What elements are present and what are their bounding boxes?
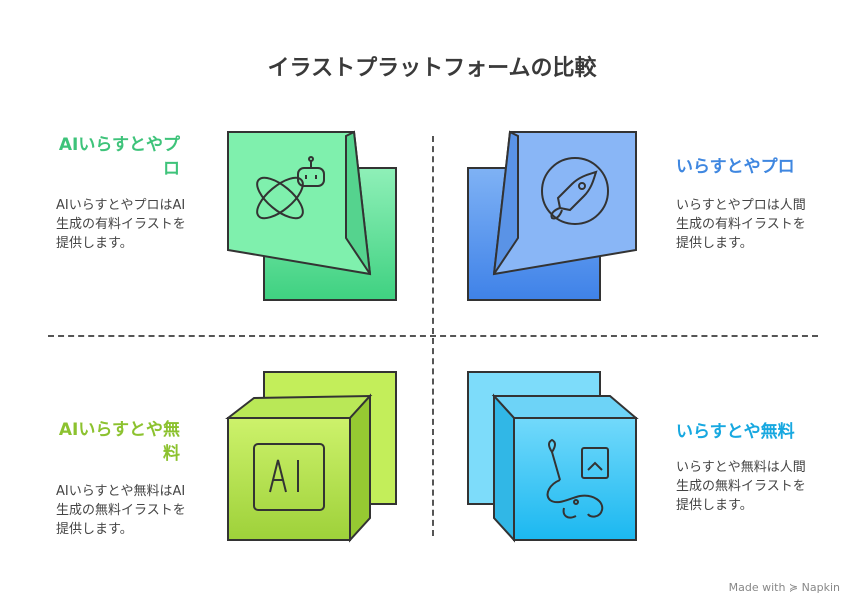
quadrant-title-pro: いらすとやプロ [676,157,795,177]
rocket-icon [541,157,609,225]
quadrant-title-free: いらすとや無料 [676,422,795,442]
free-box [467,371,639,543]
quadrant-desc-ai-free: AIいらすとや無料はAI生成の無料イラストを提供します。 [56,484,186,537]
pro-box [467,130,637,301]
quadrant-desc-pro: いらすとやプロは人間生成の有料イラストを提供します。 [676,198,806,251]
elephant-painting-icon [546,438,609,519]
horizontal-divider [48,335,818,337]
quadrant-title-ai-free: AIいらすとや無料 [58,420,180,464]
quadrant-title-ai-pro: AIいらすとやプロ [58,135,180,179]
napkin-watermark: Made with ≽ Napkin [728,581,840,594]
ai-robot-icon [256,156,325,220]
quadrant-desc-ai-pro: AIいらすとやプロはAI生成の有料イラストを提供します。 [56,198,186,251]
ai-free-box [225,371,397,543]
ai-letters-icon [253,443,325,511]
diagram-title: イラストプラットフォームの比較 [267,56,597,81]
ai-pro-box [227,130,397,301]
quadrant-desc-free: いらすとや無料は人間生成の無料イラストを提供します。 [676,460,806,513]
